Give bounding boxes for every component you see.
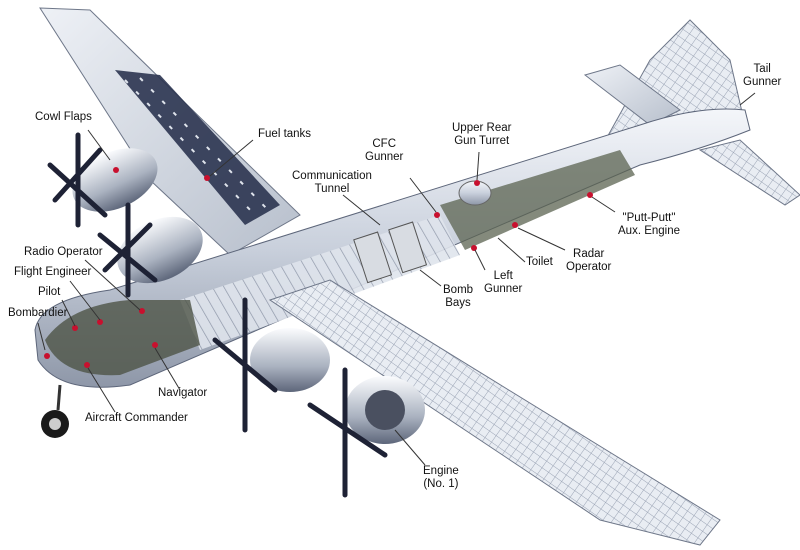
label-fuel-tanks: Fuel tanks bbox=[258, 128, 312, 140]
lower-wing bbox=[268, 279, 721, 546]
label-flight-engineer: Flight Engineer bbox=[14, 266, 92, 278]
label-line: "Putt-Putt" bbox=[622, 212, 676, 224]
label-line: Gun Turret bbox=[454, 135, 510, 147]
label-line: Tail bbox=[753, 63, 771, 75]
label-line: Communication bbox=[292, 170, 372, 182]
leader-lines bbox=[37, 92, 756, 466]
label-line: (No. 1) bbox=[423, 478, 459, 490]
label-line: Bomb bbox=[443, 284, 474, 296]
label-line: Bays bbox=[445, 297, 471, 309]
label-bombardier: Bombardier bbox=[8, 307, 68, 319]
label-line: Upper Rear bbox=[452, 122, 512, 134]
label-line: CFC bbox=[372, 138, 396, 150]
label-aircraft-commander: Aircraft Commander bbox=[85, 412, 188, 424]
label-line: Gunner bbox=[484, 283, 523, 295]
label-engine-no1: Engine(No. 1) bbox=[423, 465, 459, 491]
label-putt-putt-aux-engine: "Putt-Putt"Aux. Engine bbox=[618, 212, 680, 238]
label-line: Aux. Engine bbox=[618, 225, 681, 237]
label-line: Tunnel bbox=[314, 183, 350, 195]
engine-no1 bbox=[345, 376, 425, 444]
label-line: Gunner bbox=[743, 76, 782, 88]
engine-outer-left bbox=[72, 148, 158, 212]
fuel-tanks bbox=[115, 70, 280, 225]
engine-inner-right bbox=[250, 328, 330, 392]
label-toilet: Toilet bbox=[526, 256, 553, 268]
label-line: Gunner bbox=[365, 151, 404, 163]
left-stabilizer bbox=[583, 64, 681, 126]
label-pilot: Pilot bbox=[38, 286, 61, 298]
label-radio-operator: Radio Operator bbox=[24, 246, 103, 258]
label-line: Engine bbox=[423, 465, 459, 477]
label-line: Radar bbox=[573, 248, 605, 260]
propellers bbox=[47, 132, 388, 498]
label-line: Operator bbox=[566, 261, 612, 273]
right-stabilizer bbox=[698, 139, 800, 206]
label-line: Left bbox=[493, 270, 513, 282]
label-cowl-flaps: Cowl Flaps bbox=[35, 111, 92, 123]
nose-landing-gear bbox=[41, 384, 69, 438]
label-navigator: Navigator bbox=[158, 387, 208, 399]
